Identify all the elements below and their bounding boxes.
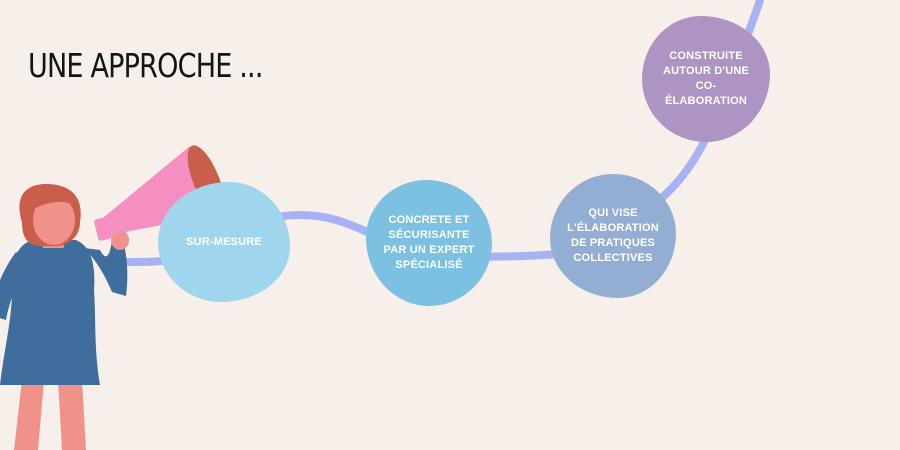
- step-label: CONSTRUITE AUTOUR D'UNE CO-ÉLABORATION: [662, 50, 750, 107]
- step-co-elaboration: CONSTRUITE AUTOUR D'UNE CO-ÉLABORATION: [642, 16, 770, 142]
- step-label: QUI VISE L'ÉLABORATION DE PRATIQUES COLL…: [567, 207, 659, 264]
- step-pratiques-collectives: QUI VISE L'ÉLABORATION DE PRATIQUES COLL…: [550, 174, 676, 298]
- woman-with-megaphone-icon: [0, 145, 225, 450]
- step-label: CONCRETE ET SÉCURISANTE PAR UN EXPERT SP…: [383, 214, 475, 271]
- step-label: SUR-MESURE: [186, 235, 262, 248]
- step-sur-mesure: SUR-MESURE: [158, 182, 290, 302]
- page-title: UNE APPROCHE ...: [28, 46, 263, 85]
- step-concrete-securisante: CONCRETE ET SÉCURISANTE PAR UN EXPERT SP…: [366, 180, 492, 306]
